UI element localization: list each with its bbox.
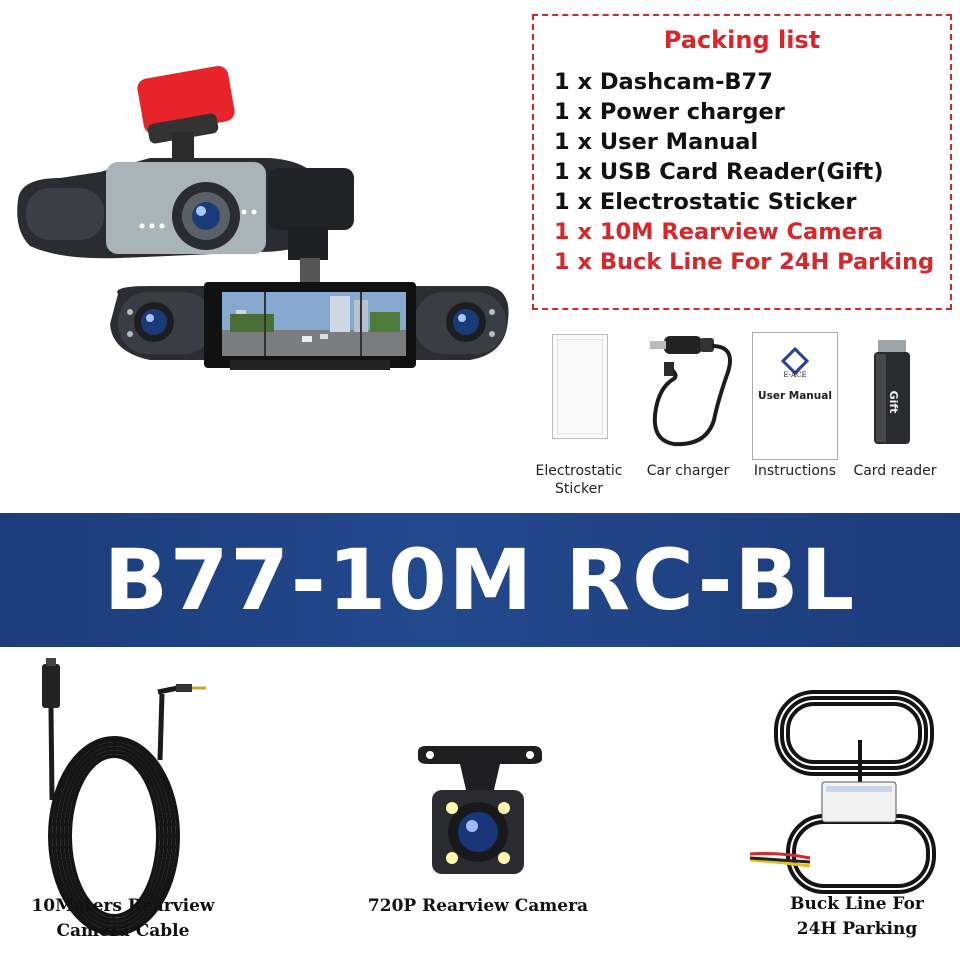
- card-reader-label: Card reader: [853, 463, 937, 479]
- packing-item-rear-camera: 1 x 10M Rearview Camera: [554, 219, 884, 245]
- packing-item-card-reader: 1 x USB Card Reader(Gift): [554, 159, 884, 185]
- packing-list: 1 x Dashcam-B77 1 x Power charger 1 x Us…: [554, 67, 934, 277]
- packing-item-buck-line: 1 x Buck Line For 24H Parking: [554, 249, 935, 275]
- manual-label: Instructions: [753, 463, 837, 479]
- user-manual-image: E-ACE User Manual: [752, 332, 838, 460]
- model-banner: B77-10M RC-BL: [0, 513, 960, 647]
- camera-caption: 720P Rearview Camera: [367, 896, 589, 916]
- packing-list-title: Packing list: [663, 26, 821, 54]
- cable-caption-line2: Camera Cable: [56, 921, 190, 941]
- buck-caption-line1: Buck Line For: [790, 894, 924, 914]
- packing-item-dashcam: 1 x Dashcam-B77: [554, 69, 773, 95]
- cable-caption-line1: 10Meters Rearview: [31, 896, 215, 916]
- buck-caption-line2: 24H Parking: [796, 919, 918, 939]
- packing-item-manual: 1 x User Manual: [554, 129, 759, 155]
- packing-item-charger: 1 x Power charger: [554, 99, 785, 125]
- manual-brand: E-ACE: [783, 371, 807, 379]
- packing-list-box: Packing list 1 x Dashcam-B77 1 x Power c…: [532, 14, 952, 310]
- charger-label: Car charger: [646, 463, 730, 479]
- model-title: B77-10M RC-BL: [103, 531, 857, 629]
- manual-cover-text: User Manual: [758, 390, 832, 402]
- packing-item-sticker: 1 x Electrostatic Sticker: [554, 189, 857, 215]
- sticker-label: Electrostatic Sticker: [535, 463, 623, 497]
- sticker-image: [552, 334, 608, 439]
